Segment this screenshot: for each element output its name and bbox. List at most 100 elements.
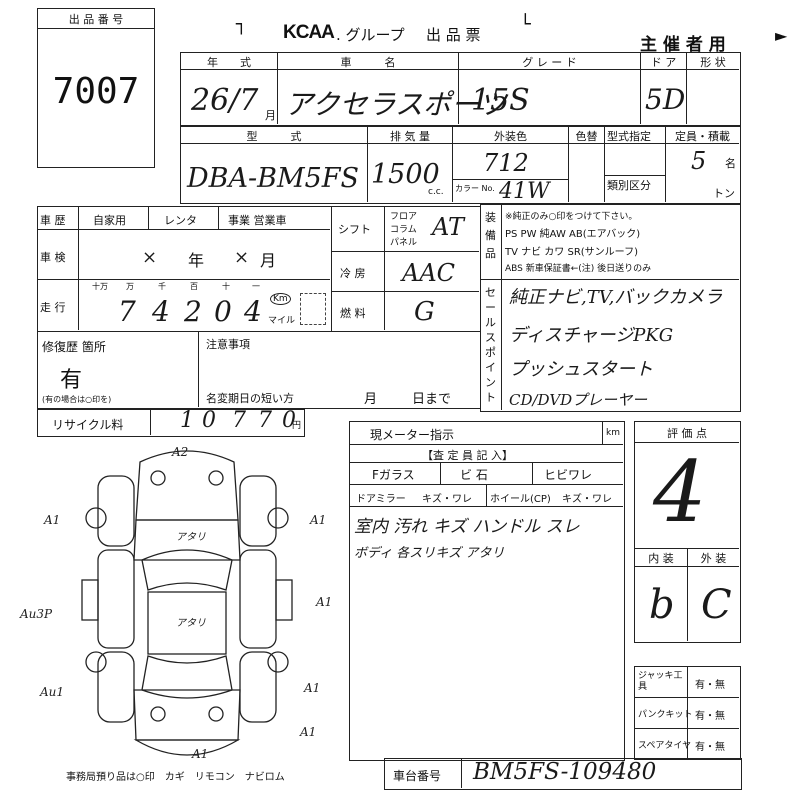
- left-doors: [97, 549, 135, 649]
- model-spec-label: 型式指定: [607, 130, 651, 143]
- wheel-label: ホイール(CP): [490, 494, 551, 505]
- class-label: 類別区分: [607, 179, 651, 192]
- logo: KCAA: [283, 22, 335, 43]
- repair-note: (有の場合は○印を): [42, 395, 112, 404]
- roof: [147, 591, 227, 655]
- ac-label: 冷 房: [340, 267, 366, 280]
- equipment-line-2: TV ナビ カワ SR(サンルーフ): [505, 247, 638, 258]
- history-table: 車 歴 自家用 レンタ 事業 営業車 車 検 × 年 × 月 走 行 十万 万 …: [37, 206, 332, 332]
- recycle-box: リサイクル料 1 0 7 7 0 円: [37, 408, 305, 437]
- displacement-value: 1500: [371, 159, 440, 190]
- equipment-box: 装 備 品 ※純正のみ○印をつけて下さい。 PS PW 純AW AB(エアバック…: [480, 204, 741, 412]
- selling-point-2: ディスチャージPKG: [509, 325, 674, 346]
- recycle-unit: 円: [292, 421, 302, 431]
- shift-value: AT: [432, 213, 465, 241]
- inspector-note-2: ボディ 各スリキズ アタリ: [354, 546, 505, 561]
- rear-left-wheel: [85, 651, 107, 673]
- color-label: 外装色: [494, 130, 527, 143]
- left-taillight: [150, 706, 166, 722]
- corner-mark-left: ┐: [236, 14, 247, 35]
- corner-mark-right: └: [520, 14, 531, 35]
- model-label: 型 式: [246, 130, 302, 143]
- year-label: 年 式: [207, 56, 251, 69]
- puncture-value: 有・無: [695, 711, 725, 722]
- rear-right-wheel: [267, 651, 289, 673]
- recycle-digit: 7: [258, 408, 272, 433]
- damage-mark: A1: [299, 725, 316, 739]
- meter-label: 現メーター指示: [370, 428, 455, 442]
- front-bumper: [135, 450, 239, 521]
- grade-score-label: 評 価 点: [667, 427, 707, 440]
- meter-unit: km: [606, 428, 620, 438]
- damage-mark: A1: [315, 595, 332, 609]
- history-label: 車 歴: [40, 214, 66, 227]
- rear-bumper: [133, 739, 241, 756]
- mileage-place-label: 十: [222, 282, 230, 291]
- mileage-place-label: 百: [190, 282, 198, 291]
- arrow-icon: ►: [775, 26, 788, 45]
- color-change-label: 色替: [575, 130, 598, 143]
- wheel-options: キズ・ワレ: [562, 494, 612, 505]
- selling-point-4: CD/DVDプレーヤー: [509, 391, 648, 409]
- right-doors: [239, 549, 277, 649]
- chassis-value: BM5FS-109480: [473, 759, 657, 785]
- damage-mark: A1: [191, 747, 208, 761]
- mileage-check-box: [300, 293, 326, 325]
- capacity-value: 5: [691, 147, 707, 175]
- jack-label: ジャッキ工具: [638, 671, 683, 692]
- mileage-digit: 4: [152, 295, 170, 328]
- shift-option: コラム: [390, 225, 417, 235]
- repair-value: 有: [60, 368, 83, 393]
- displacement-label: 排 気 量: [390, 130, 430, 143]
- diagram-footer: 事務局預り品は○印 カギ リモコン ナビロム: [66, 772, 285, 783]
- shift-option: フロア: [390, 212, 418, 222]
- spare-value: 有・無: [695, 742, 725, 753]
- exterior-grade: C: [701, 582, 732, 628]
- selling-points-label: セールスポイント: [485, 286, 496, 404]
- exterior-label: 外 装: [700, 552, 727, 565]
- door-value: 5D: [645, 83, 686, 116]
- year-value: 26/7: [191, 83, 259, 118]
- front-right-wheel: [267, 507, 289, 529]
- accessories-box: ジャッキ工具 有・無 パンクキット 有・無 スペアタイヤ 有・無: [634, 666, 741, 760]
- lot-number-label: 出 品 番 号: [68, 13, 124, 26]
- fuel-value: G: [414, 297, 435, 327]
- hood: [133, 519, 241, 561]
- mileage-label: 走 行: [40, 301, 66, 314]
- inspector-note-1: 室内 汚れ キズ ハンドル スレ: [354, 517, 580, 537]
- caution-label: 注意事項: [206, 338, 250, 351]
- color-no-value: 41W: [499, 179, 550, 204]
- capacity-label: 定員・積載: [675, 130, 730, 143]
- damage-mark: A2: [171, 445, 188, 459]
- right-headlight: [208, 470, 224, 486]
- vehicle-row-2: 型 式 排 気 量 外装色 色替 型式指定 類別区分 定員・積載 DBA-BM5…: [180, 126, 741, 204]
- color-value: 712: [483, 149, 529, 177]
- mile-label: マイル: [268, 316, 296, 326]
- recycle-digit: 7: [232, 408, 246, 433]
- recycle-digit: 0: [202, 408, 216, 433]
- jack-value: 有・無: [695, 680, 725, 691]
- grade-label: グ レ ー ド: [522, 56, 577, 69]
- km-label: Km: [270, 293, 291, 305]
- inspector-label: 【査 定 員 記 入】: [422, 449, 513, 462]
- selling-point-3: プッシュスタート: [509, 359, 653, 380]
- damage-mark: A1: [303, 681, 320, 695]
- meter-inspector-box: 現メーター指示 km 【査 定 員 記 入】 Fガラス ビ 石 ヒビワレ ドアミ…: [349, 421, 625, 761]
- right-taillight: [208, 706, 224, 722]
- mileage-digit: 0: [214, 295, 232, 328]
- door-label: ド ア: [650, 56, 677, 69]
- equipment-line-3: ABS 新車保証書←(注) 後日送りのみ: [505, 264, 652, 274]
- shift-option: パネル: [390, 238, 418, 248]
- inspection-month-value: ×: [234, 247, 250, 268]
- right-front-fender: [239, 475, 277, 547]
- equipment-line-1: PS PW 純AW AB(エアバック): [505, 229, 641, 240]
- damage-mark: A1: [43, 513, 60, 527]
- ton-unit: トン: [713, 187, 735, 200]
- organizer-label: 主 催 者 用: [640, 35, 726, 55]
- left-rear-fender: [97, 651, 135, 723]
- inspection-year-value: ×: [142, 247, 158, 268]
- mileage-place-label: 千: [158, 282, 166, 291]
- model-value: DBA-BM5FS: [187, 163, 360, 194]
- recycle-label: リサイクル料: [52, 418, 124, 432]
- damage-mark: Au1: [39, 685, 64, 699]
